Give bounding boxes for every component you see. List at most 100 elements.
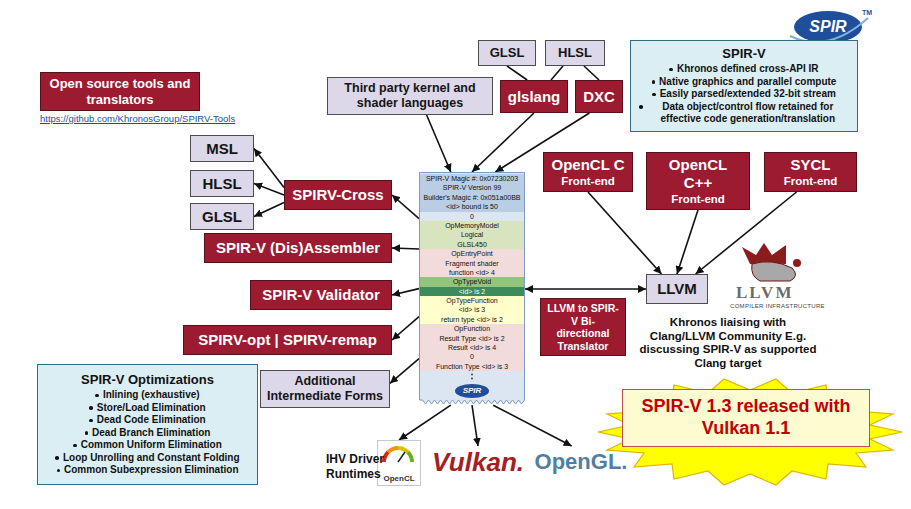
spir-logo-swoosh bbox=[790, 18, 868, 42]
box-label: OpenCL bbox=[383, 475, 414, 483]
bullet-row: Dead Branch Elimination bbox=[85, 427, 211, 440]
stream-row: <id> is 2 bbox=[420, 287, 524, 296]
front-end-box: OpenCL CFront-end bbox=[543, 152, 633, 192]
connector bbox=[254, 184, 284, 196]
box-label: HLSL bbox=[202, 175, 241, 193]
box-label: SPIRV-Cross bbox=[292, 186, 383, 204]
tool-box: glslang bbox=[500, 80, 568, 113]
stream-word: Logical bbox=[461, 231, 483, 238]
box-label: MSL bbox=[206, 140, 238, 158]
panel-heading: SPIR-V bbox=[722, 46, 765, 61]
stream-word: return type <id> is 2 bbox=[441, 316, 503, 323]
note-text: Khronos liaising with Clang/LLVM Communi… bbox=[636, 316, 820, 370]
box-label: Additional Intermediate Forms bbox=[266, 374, 384, 404]
stream-row: OpTypeVoid bbox=[420, 277, 524, 286]
stream-word: Fragment shader bbox=[445, 260, 498, 267]
connector bbox=[392, 247, 419, 250]
bullet-row: Native graphics and parallel compute bbox=[652, 76, 837, 89]
tool-box: DXC bbox=[575, 80, 623, 113]
translator-box: LLVM to SPIR-V Bi-directional Translator bbox=[540, 298, 626, 356]
stream-row: 0 bbox=[420, 212, 524, 221]
connector bbox=[472, 405, 478, 446]
connector bbox=[399, 405, 451, 440]
opencl-gauge bbox=[408, 452, 412, 462]
stream-word: <id> bound is 50 bbox=[446, 203, 498, 210]
stream-row: Result <id> is 4 bbox=[420, 343, 524, 352]
caption-text: IHV Driver Runtimes bbox=[326, 452, 388, 482]
language-box: GLSL bbox=[190, 203, 254, 230]
bullet-row: Common Uniform Elimination bbox=[73, 439, 222, 452]
connector bbox=[507, 66, 527, 80]
language-box: GLSL bbox=[478, 40, 536, 66]
bullet-text: Common Uniform Elimination bbox=[81, 439, 222, 452]
logo-text: SPIR bbox=[463, 386, 482, 396]
info-tag: Open source tools and translators bbox=[40, 72, 200, 111]
stream-row: Builder's Magic #: 0x051a00BB bbox=[420, 193, 524, 202]
logo-text: LLVM bbox=[736, 283, 793, 303]
bullet-row: Loop Unrolling and Constant Folding bbox=[55, 452, 239, 465]
box-label: Open source tools and translators bbox=[47, 76, 193, 107]
continuation-dot bbox=[471, 374, 473, 376]
front-end-box: OpenCL C++Front-end bbox=[646, 152, 750, 210]
stream-word: OpTypeFunction bbox=[446, 297, 497, 304]
bullet-text: Data object/control flow retained for ef… bbox=[647, 101, 850, 126]
stream-row: 0 bbox=[420, 352, 524, 361]
stream-word: 0 bbox=[470, 213, 474, 220]
connector bbox=[525, 288, 646, 290]
box-label: OpenCL C bbox=[551, 156, 624, 174]
logo-subtext: COMPILER INFRASTRUCTURE bbox=[730, 303, 825, 309]
language-box: MSL bbox=[190, 135, 254, 162]
stream-row: OpFunction bbox=[420, 324, 524, 333]
bullet-dot bbox=[89, 406, 93, 410]
stream-row: OpTypeFunction bbox=[420, 296, 524, 305]
opengl-logo: OpenGL. bbox=[534, 446, 628, 478]
bullet-text: Common Subexpression Elimination bbox=[64, 464, 238, 477]
link-text: https://github.com/KhronosGroup/SPIRV-To… bbox=[40, 113, 235, 124]
stream-row: Logical bbox=[420, 230, 524, 239]
trademark: TM bbox=[862, 9, 872, 16]
spir-logo-badge bbox=[794, 11, 862, 43]
box-label: HLSL bbox=[558, 45, 592, 61]
info-panel: SPIR-VKhronos defined cross-API IRNative… bbox=[630, 40, 858, 132]
stream-row: Fragment shader bbox=[420, 259, 524, 268]
llvm-dragon-head bbox=[793, 259, 801, 267]
spirv-stream: SPIR-V Magic #: 0x07230203SPIR-V Version… bbox=[419, 172, 525, 405]
stream-word: <id> is 2 bbox=[459, 288, 485, 295]
stream-outline bbox=[420, 173, 525, 405]
stream-row: function <id> 4 bbox=[420, 268, 524, 277]
opencl-gauge bbox=[388, 448, 398, 452]
stream-row: GLSL450 bbox=[420, 240, 524, 249]
connector bbox=[392, 195, 419, 219]
stream-row: SPIR-V Magic #: 0x07230203 bbox=[420, 174, 524, 183]
bullet-text: Inlining (exhaustive) bbox=[103, 389, 200, 402]
bullet-text: Store/Load Elimination bbox=[97, 402, 206, 415]
box-label: Third party kernel and shader languages bbox=[333, 81, 487, 111]
language-box: HLSL bbox=[545, 40, 605, 66]
stream-row: <id> is 3 bbox=[420, 305, 524, 314]
llvm-dragon-body bbox=[752, 262, 796, 281]
box-label: SPIR-V Validator bbox=[262, 286, 380, 304]
stream-row: OpEntryPoint bbox=[420, 249, 524, 258]
box-label: OpenGL. bbox=[535, 451, 628, 473]
box-label: SPIR-V 1.3 released with Vulkan 1.1 bbox=[631, 396, 861, 439]
stream-word: OpTypeVoid bbox=[453, 278, 491, 285]
release-callout: SPIR-V 1.3 released with Vulkan 1.1 bbox=[622, 389, 870, 447]
bullet-dot bbox=[73, 444, 77, 448]
stream-word: SPIR-V Magic #: 0x07230203 bbox=[426, 175, 518, 182]
stream-row: <id> bound is 50 bbox=[420, 202, 524, 211]
info-panel: SPIR-V OptimizationsInlining (exhaustive… bbox=[37, 364, 258, 485]
tool-box: SPIR-V Validator bbox=[250, 280, 392, 310]
bullet-row: Easily parsed/extended 32-bit stream bbox=[652, 88, 836, 101]
box-label: SPIR-V (Dis)Assembler bbox=[216, 239, 380, 257]
bullet-row: Common Subexpression Elimination bbox=[57, 464, 239, 477]
box-label: SPIRV-opt | SPIRV-remap bbox=[198, 331, 377, 349]
stream-word: Function Type <id> is 3 bbox=[436, 363, 508, 370]
bullet-dot bbox=[652, 80, 656, 84]
connector bbox=[427, 115, 451, 172]
box-label: GLSL bbox=[490, 45, 525, 61]
bullet-row: Store/Load Elimination bbox=[89, 402, 205, 415]
continuation-dot bbox=[471, 378, 473, 380]
tool-box: SPIR-V (Dis)Assembler bbox=[204, 233, 392, 263]
opencl-gauge bbox=[384, 452, 388, 462]
bullet-row: Data object/control flow retained for ef… bbox=[639, 101, 849, 126]
